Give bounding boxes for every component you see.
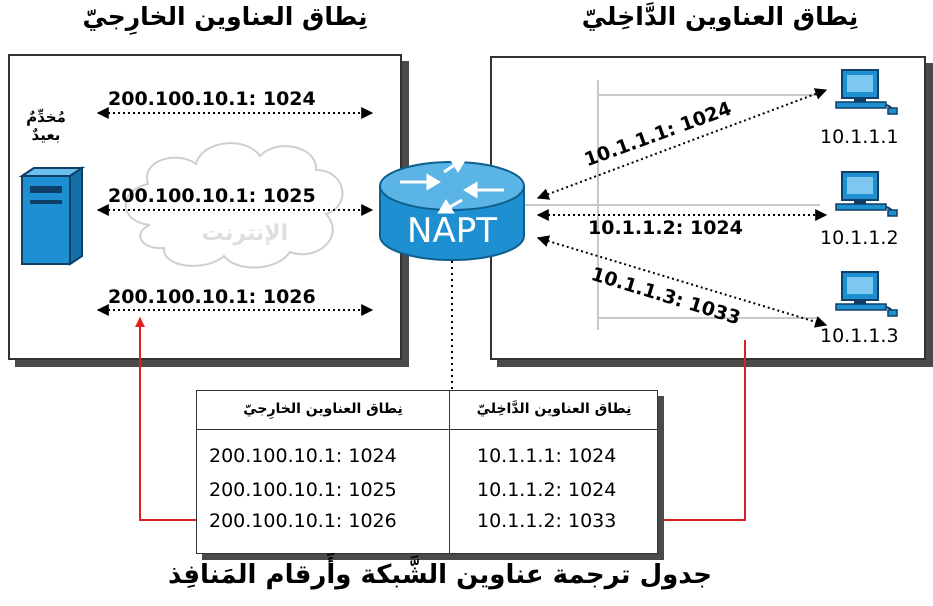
host-computer-icon bbox=[835, 271, 898, 317]
server-label: مُخدِّمٌ بعيدٌ bbox=[16, 108, 76, 144]
router-label: NAPT bbox=[407, 211, 497, 251]
remote-server-icon bbox=[18, 166, 86, 266]
router-arrows-icon bbox=[400, 158, 504, 214]
red-arrow-into-table bbox=[647, 340, 746, 525]
inside-conn-label-2: 10.1.1.2: 1024 bbox=[588, 217, 743, 239]
table-header-divider bbox=[197, 429, 657, 430]
napt-table: نِطاق العناوين الخارِجيّ نِطاق العناوين … bbox=[196, 390, 658, 554]
red-arrow-to-outside bbox=[135, 317, 204, 521]
cloud-label: الإنترنت bbox=[202, 221, 288, 246]
outside-domain-title: نِطاق العناوين الخارِجيّ bbox=[82, 2, 368, 31]
host-label-2: 10.1.1.2 bbox=[820, 227, 899, 249]
table-row-1-outside: 200.100.10.1: 1024 bbox=[209, 445, 397, 467]
inside-conn-arrow-3 bbox=[536, 235, 828, 328]
inside-conn-arrow-1 bbox=[536, 88, 828, 200]
table-row-3-outside: 200.100.10.1: 1026 bbox=[209, 510, 397, 532]
inside-conn-label-1: 10.1.1.1: 1024 bbox=[581, 98, 734, 172]
table-row-2-inside: 10.1.1.2: 1024 bbox=[477, 479, 617, 501]
host-computer-icon bbox=[835, 171, 898, 217]
table-header-inside: نِطاق العناوين الدَّاخِليّ bbox=[476, 401, 632, 417]
inside-domain-title: نِطاق العناوين الدَّاخِليّ bbox=[581, 2, 859, 31]
table-column-divider bbox=[449, 391, 450, 553]
host-computer-icon bbox=[835, 69, 898, 115]
server-label-line2: بعيدٌ bbox=[31, 126, 61, 144]
napt-router bbox=[379, 158, 525, 261]
table-row-1-inside: 10.1.1.1: 1024 bbox=[477, 445, 617, 467]
host-label-3: 10.1.1.3 bbox=[820, 325, 899, 347]
outside-conn-label-2: 200.100.10.1: 1025 bbox=[108, 185, 316, 207]
table-row-2-outside: 200.100.10.1: 1025 bbox=[209, 479, 397, 501]
inside-conn-label-3: 10.1.1.3: 1033 bbox=[588, 263, 743, 329]
outside-conn-label-1: 200.100.10.1: 1024 bbox=[108, 88, 316, 110]
table-header-outside: نِطاق العناوين الخارِجيّ bbox=[243, 401, 403, 417]
host-label-1: 10.1.1.1 bbox=[820, 126, 899, 148]
server-label-line1: مُخدِّمٌ bbox=[26, 108, 66, 126]
outside-conn-label-3: 200.100.10.1: 1026 bbox=[108, 286, 316, 308]
table-row-3-inside: 10.1.1.2: 1033 bbox=[477, 510, 617, 532]
table-caption: جدول ترجمة عناوين الشَّبكة وأَرقام المَن… bbox=[167, 560, 713, 590]
